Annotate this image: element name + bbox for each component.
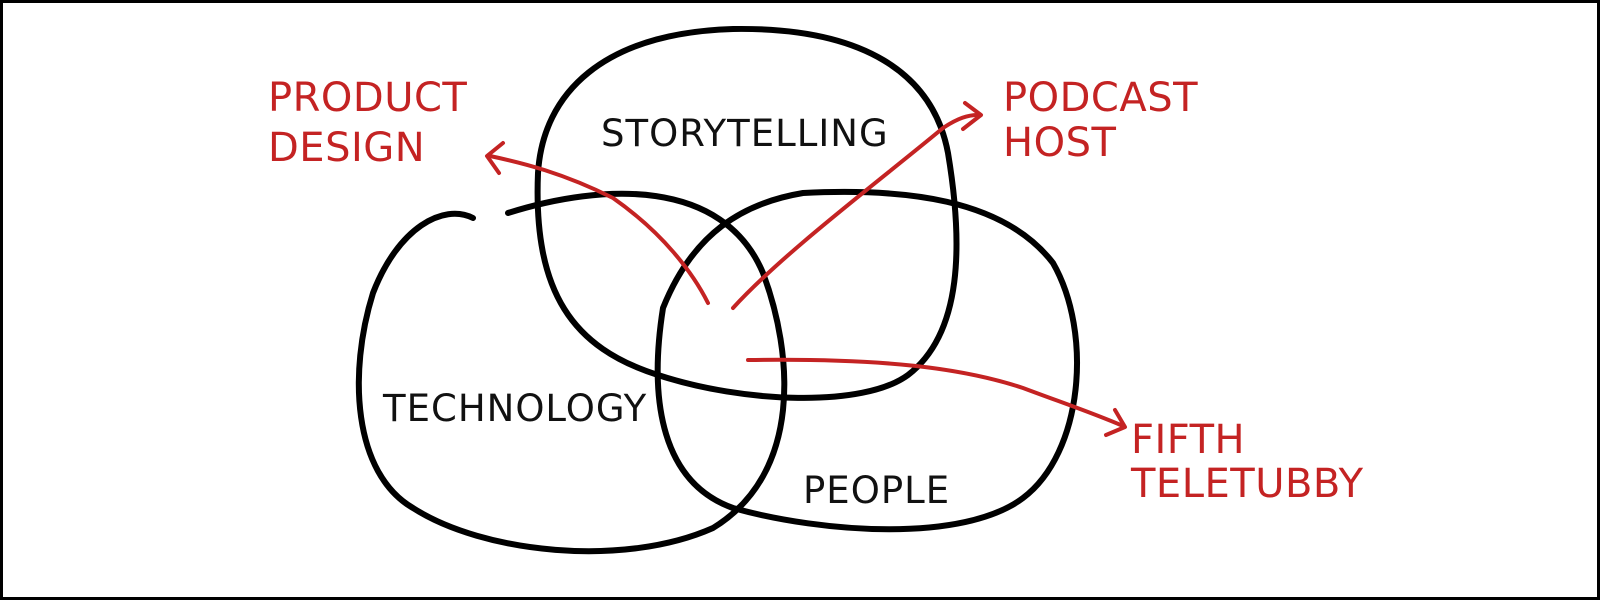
technology-label: TECHNOLOGY bbox=[382, 387, 647, 430]
arrowhead-fifth-teletubby bbox=[1104, 408, 1127, 437]
product-design-label-line1: PRODUCT bbox=[268, 75, 467, 121]
fifth-teletubby-label-line2: TELETUBBY bbox=[1130, 461, 1364, 507]
arrow-to-fifth-teletubby bbox=[746, 357, 1125, 428]
product-design-label-line2: DESIGN bbox=[268, 125, 425, 171]
podcast-host-label-line1: PODCAST bbox=[1003, 75, 1198, 121]
storytelling-label: STORYTELLING bbox=[601, 112, 889, 155]
arrow-to-podcast-host bbox=[731, 113, 980, 310]
arrow-to-product-design bbox=[488, 154, 710, 305]
arrowhead-podcast-host bbox=[961, 101, 983, 131]
technology-circle bbox=[355, 190, 788, 555]
podcast-host-label-line2: HOST bbox=[1003, 120, 1116, 166]
fifth-teletubby-label-line1: FIFTH bbox=[1131, 417, 1245, 463]
venn-diagram: STORYTELLING TECHNOLOGY PEOPLE PRODUCT D… bbox=[268, 25, 1364, 555]
arrowhead-product-design bbox=[485, 141, 505, 175]
storytelling-circle bbox=[534, 25, 960, 401]
people-label: PEOPLE bbox=[803, 469, 950, 512]
